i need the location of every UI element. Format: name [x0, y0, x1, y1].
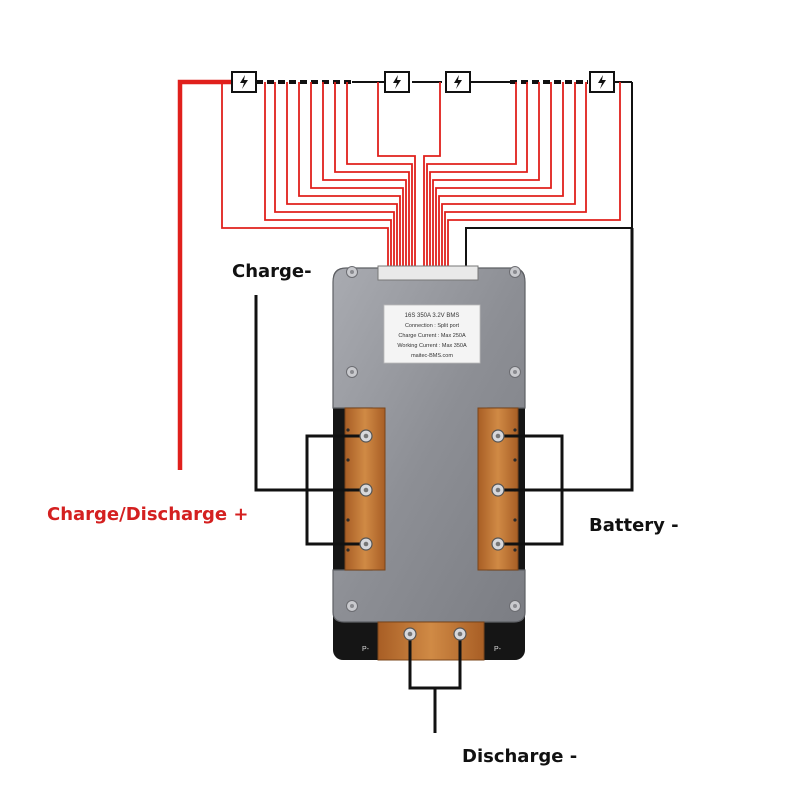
- spec-line-3: Charge Current : Max 250A: [398, 333, 466, 339]
- battery-negative-sense-wire: [465, 82, 633, 278]
- cell-string: [231, 71, 632, 93]
- battery-cell-icon: [589, 71, 615, 93]
- discharge-minus-wiring: [408, 634, 462, 733]
- pad-mark-left: P-: [362, 646, 370, 653]
- main-positive-wire: [177, 79, 232, 470]
- battery-minus-wiring: [498, 228, 634, 546]
- spec-line-4: Working Current : Max 350A: [397, 343, 467, 349]
- battery-cell-icon: [231, 71, 257, 93]
- label-battery-minus: Battery -: [589, 515, 679, 536]
- label-charge-minus: Charge-: [232, 261, 312, 282]
- spec-line-2: Connection : Split port: [405, 323, 460, 329]
- balance-wires-left: [221, 82, 416, 278]
- spec-line-1: 16S 350A 3.2V BMS: [405, 313, 460, 319]
- balance-wires-right: [423, 82, 621, 278]
- bms-board: 16S 350A 3.2V BMS Connection : Split por…: [332, 265, 526, 661]
- pad-mark-right: P-: [494, 646, 502, 653]
- charge-minus-wiring: [254, 295, 366, 546]
- label-discharge-minus: Discharge -: [462, 746, 577, 767]
- battery-cell-icon: [384, 71, 410, 93]
- board-spec-label: 16S 350A 3.2V BMS Connection : Split por…: [383, 304, 481, 364]
- battery-cell-icon: [445, 71, 471, 93]
- label-charge-discharge-plus: Charge/Discharge +: [47, 504, 249, 525]
- spec-line-5: maitec-BMS.com: [411, 353, 453, 359]
